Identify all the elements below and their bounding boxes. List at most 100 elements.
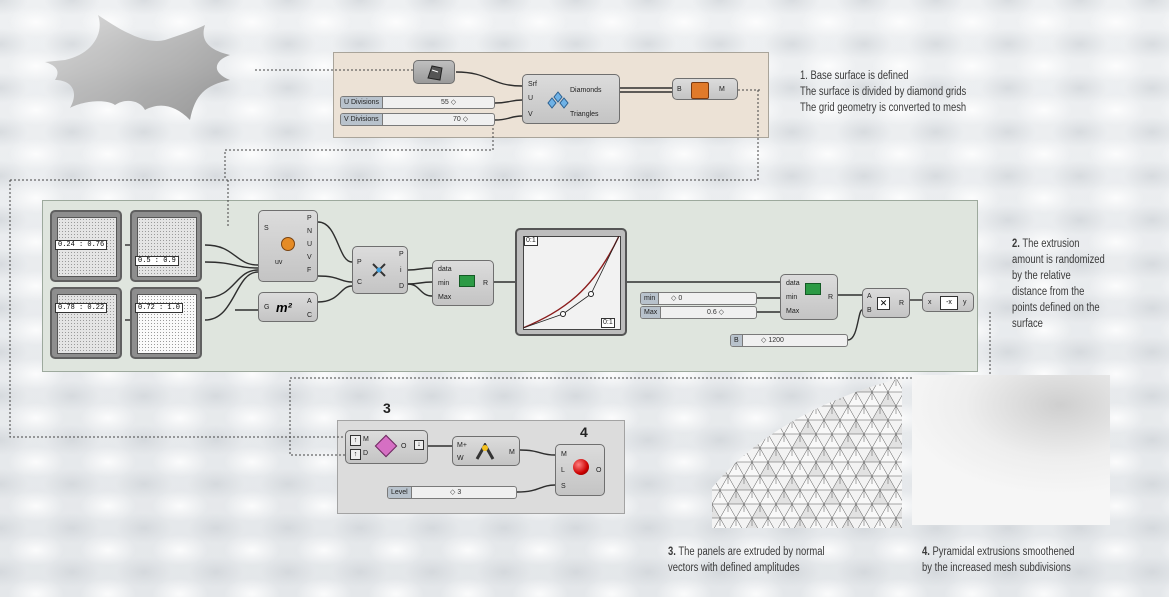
u-divisions-slider[interactable]: U Divisions 55 ◇: [340, 96, 495, 109]
md-slider-2[interactable]: 0.5 : 0.9: [130, 210, 202, 282]
b-slider-label: B: [731, 335, 743, 346]
note-2-line-6: surface: [1012, 316, 1105, 332]
lunch-input-srf: Srf: [528, 81, 537, 89]
area-input-g: G: [264, 304, 269, 312]
wb-input-w: W: [457, 455, 464, 463]
note-4-line-2: by the increased mesh subdivisions: [922, 560, 1075, 576]
area-output-c: C: [307, 312, 312, 320]
mesh-render-smooth: [912, 375, 1110, 525]
mult-output-r: R: [899, 300, 904, 308]
mesh-facet: [744, 378, 760, 392]
mesh-convert-component[interactable]: B M: [672, 78, 738, 100]
note-2-number: 2.: [1012, 238, 1020, 250]
level-slider[interactable]: Level ◇ 3: [387, 486, 517, 499]
cp-input-c: C: [357, 279, 362, 287]
cp-output-i: i: [400, 267, 402, 275]
bounds-output-r: R: [483, 280, 488, 288]
bounds-input-data: data: [438, 266, 452, 274]
note-2-line-2: amount is randomized: [1012, 252, 1105, 268]
area-icon: m²: [276, 300, 292, 315]
mesh-facet: [824, 378, 840, 392]
min-slider[interactable]: min ◇ 0: [640, 292, 757, 305]
b-slider[interactable]: B ◇ 1200: [730, 334, 848, 347]
note-2-line-4: distance from the: [1012, 284, 1105, 300]
mesh-normals-extrude-component[interactable]: ↑ ↑ M D O ↓: [345, 430, 428, 464]
lunch-output-triangles: Triangles: [570, 111, 599, 119]
remap-input-data: data: [786, 280, 800, 288]
graph-range-bottom: 0:1: [601, 318, 615, 328]
pull-output-n: N: [307, 228, 312, 236]
smooth-input-m: M: [561, 451, 567, 459]
lunchbox-diamond-panels[interactable]: Srf U V Diamonds Triangles: [522, 74, 620, 124]
level-slider-label: Level: [388, 487, 412, 498]
v-divisions-slider[interactable]: V Divisions 70 ◇: [340, 113, 495, 126]
mesh-facet: [744, 406, 760, 420]
lunch-input-u: U: [528, 95, 533, 103]
toggle-icon-m: ↑: [350, 435, 361, 446]
smooth-input-s: S: [561, 483, 566, 491]
note-3-line-2: vectors with defined amplitudes: [668, 560, 825, 576]
surface-pull-component[interactable]: S P N U V F uv: [258, 210, 318, 282]
md-slider-3[interactable]: 0.78 : 0.22: [50, 287, 122, 359]
mesh-facet: [816, 392, 832, 406]
norm-input-m: M: [363, 436, 369, 444]
step-4-label: 4: [580, 424, 588, 440]
surface-param[interactable]: [413, 60, 455, 84]
area-component[interactable]: G m² A C: [258, 292, 318, 322]
pull-output-p: P: [307, 215, 312, 223]
remap-numbers-component[interactable]: data min Max R: [780, 274, 838, 320]
mesh-facet: [712, 378, 728, 392]
mesh-facet: [712, 434, 728, 448]
negative-component[interactable]: x -x y: [922, 292, 974, 312]
smooth-mesh-component[interactable]: M L S O: [555, 444, 605, 496]
bounds-input-max: Max: [438, 294, 451, 302]
weaverbird-component[interactable]: M+ W M: [452, 436, 520, 466]
pull-output-f: F: [307, 267, 311, 275]
remap-input-min: min: [786, 294, 797, 302]
remap-output-r: R: [828, 294, 833, 302]
multiply-component[interactable]: A B ✕ R: [862, 288, 910, 318]
note-2-line-1: The extrusion: [1022, 238, 1079, 250]
diamond-icon: [547, 91, 569, 109]
mesh-facet: [768, 420, 784, 434]
max-slider-label: Max: [641, 307, 661, 318]
note-1-line-3: The grid geometry is converted to mesh: [800, 100, 966, 116]
mesh-facet: [712, 448, 720, 462]
md-slider-2-value: 0.5 : 0.9: [135, 256, 179, 266]
level-slider-value: ◇ 3: [450, 487, 461, 498]
mesh-facet: [792, 378, 808, 392]
mesh-facet: [712, 420, 720, 434]
mesh-facet: [712, 406, 728, 420]
bounds-remap-component[interactable]: data min Max R: [432, 260, 494, 306]
min-slider-label: min: [641, 293, 659, 304]
mesh-facet: [720, 420, 736, 434]
remap2-icon: [805, 283, 821, 295]
mesh-facet: [784, 392, 800, 406]
mesh-facet: [760, 406, 776, 420]
graph-range-top: 0:1: [524, 236, 538, 246]
b-slider-value: ◇ 1200: [761, 335, 784, 346]
flatten-icon: ↓: [414, 440, 424, 450]
mult-input-b: B: [867, 307, 872, 315]
toggle-icon-d: ↑: [350, 449, 361, 460]
note-1-line-2: The surface is divided by diamond grids: [800, 84, 966, 100]
graph-curve: [523, 236, 619, 328]
graph-mapper[interactable]: 0:1 0:1: [515, 228, 627, 336]
mesh-facet: [736, 392, 752, 406]
note-2-line-3: by the relative: [1012, 268, 1105, 284]
mesh-facet: [800, 392, 816, 406]
md-slider-1[interactable]: 0.24 : 0.76: [50, 210, 122, 282]
note-2: 2. The extrusion amount is randomized by…: [1012, 236, 1105, 332]
note-4-line-1: Pyramidal extrusions smoothened: [932, 546, 1074, 558]
closest-point-component[interactable]: P C P i D: [352, 246, 408, 294]
cp-input-p: P: [357, 259, 362, 267]
md-slider-4[interactable]: 0.72 : 1.0: [130, 287, 202, 359]
step-3-label: 3: [383, 400, 391, 416]
pull-output-u: U: [307, 241, 312, 249]
smooth-sphere-icon: [573, 459, 589, 475]
wb-output-m: M: [509, 449, 515, 457]
mesh-render-extruded: [712, 378, 902, 528]
max-slider[interactable]: Max 0.6 ◇: [640, 306, 757, 319]
mesh-input-b: B: [677, 86, 682, 94]
mult-input-a: A: [867, 293, 872, 301]
